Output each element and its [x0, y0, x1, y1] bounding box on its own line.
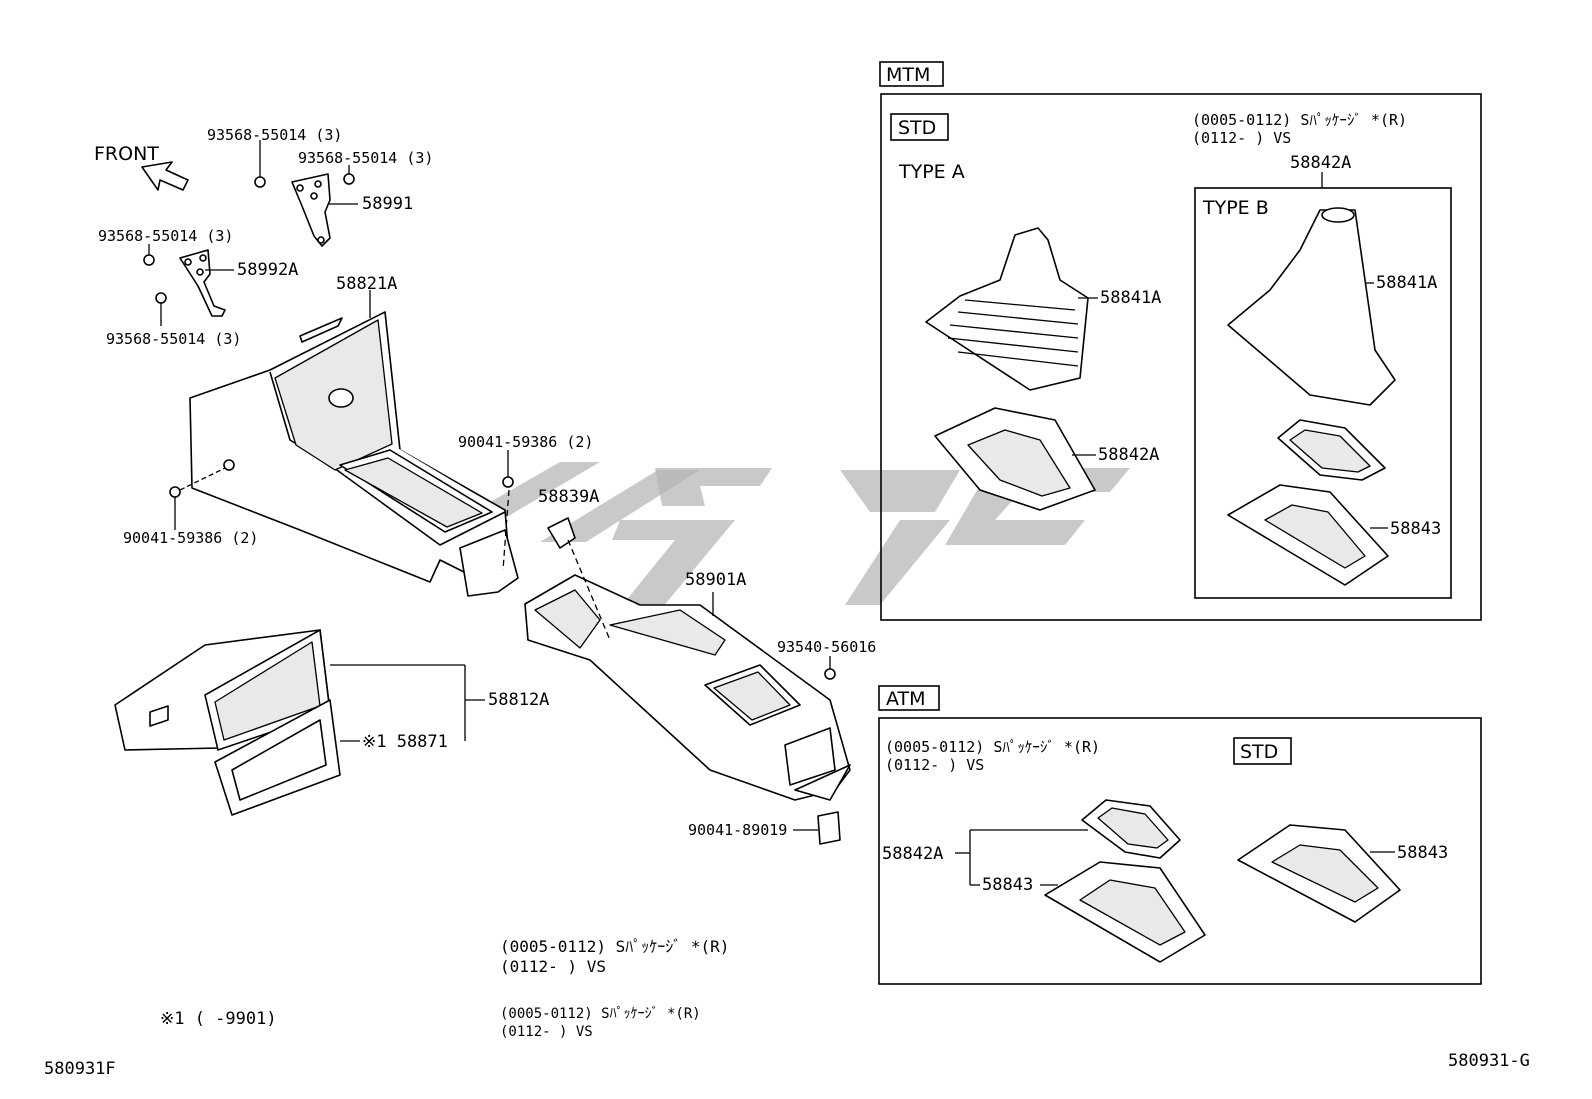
mtm-note-line2: (0112- ) VS — [1192, 129, 1291, 147]
bolt-icon — [254, 176, 266, 188]
atm-note-line2: (0112- ) VS — [885, 756, 984, 774]
mtm-tag: MTM — [886, 64, 930, 86]
note-block2-line1: (0005-0112) Sﾊﾟｯｹｰｼﾞ *(R) — [500, 1006, 701, 1022]
mtm-note-line1: (0005-0112) Sﾊﾟｯｹｰｼﾞ *(R) — [1192, 111, 1407, 129]
bolt-icon — [824, 668, 836, 680]
callout-93540: 93540-56016 — [777, 638, 876, 656]
mtm-type-a-plate: 58842A — [1098, 445, 1159, 465]
atm-assy: 58842A — [882, 844, 943, 864]
pocket-58812a — [114, 629, 485, 816]
callout-58871: ※1 58871 — [362, 732, 448, 752]
callout-58812a: 58812A — [488, 690, 549, 710]
shift-boot-type-a — [925, 227, 1089, 391]
callout-58901a: 58901A — [685, 570, 746, 590]
front-label: FRONT — [94, 143, 159, 165]
mtm-type-b: TYPE B — [1202, 197, 1269, 219]
mtm-panel: MTM STD TYPE A (0005-0112) Sﾊﾟｯｹｰｼﾞ *(R)… — [879, 61, 1482, 621]
bolt-icon — [143, 254, 155, 266]
screw-icon — [169, 486, 181, 498]
screws — [169, 450, 841, 845]
screw-icon — [502, 476, 514, 488]
mtm-type-b-plate: 58843 — [1390, 519, 1441, 539]
bolt-icon — [155, 292, 167, 304]
callout-58991: 58991 — [362, 194, 413, 214]
callout-90041-89019: 90041-89019 — [688, 821, 787, 839]
mtm-type-b-assy: 58842A — [1290, 153, 1351, 173]
note-block1-line1: (0005-0112) Sﾊﾟｯｹｰｼﾞ *(R) — [500, 937, 729, 956]
callout-screw-rear: 90041-59386 (2) — [458, 433, 593, 451]
front-arrow: FRONT — [94, 143, 189, 191]
atm-note-line1: (0005-0112) Sﾊﾟｯｹｰｼﾞ *(R) — [885, 738, 1100, 756]
callout-bolt-top: 93568-55014 (3) — [207, 126, 342, 144]
note-block2-line2: (0112- ) VS — [500, 1024, 593, 1040]
callout-bolt-left-upper: 93568-55014 (3) — [98, 227, 233, 245]
atm-std-plate: 58843 — [1397, 843, 1448, 863]
clip-58839a — [547, 517, 576, 549]
mtm-type-a: TYPE A — [898, 161, 965, 183]
atm-tag: ATM — [886, 688, 926, 710]
bolt-icon — [343, 173, 355, 185]
mtm-type-a-boot: 58841A — [1100, 288, 1161, 308]
footnote: ※1 ( -9901) — [160, 1009, 277, 1029]
mtm-std-tag: STD — [898, 117, 936, 139]
callout-bolt-left-lower: 93568-55014 (3) — [106, 330, 241, 348]
note-block1-line2: (0112- ) VS — [500, 957, 606, 976]
mtm-type-b-boot: 58841A — [1376, 273, 1437, 293]
clip-90041-89019 — [817, 811, 841, 845]
atm-std-tag: STD — [1240, 741, 1278, 763]
console-front-58821a — [189, 290, 519, 597]
callout-58821a: 58821A — [336, 274, 397, 294]
code-left: 580931F — [44, 1059, 116, 1079]
shift-boot-type-b — [1227, 209, 1396, 406]
callout-58839a: 58839A — [538, 487, 599, 507]
mtm-tag-box — [879, 61, 944, 87]
console-rear-58901a — [502, 489, 851, 801]
callout-screw-front: 90041-59386 (2) — [123, 529, 258, 547]
atm-panel: ATM (0005-0112) Sﾊﾟｯｹｰｼﾞ *(R) (0112- ) V… — [878, 685, 1482, 985]
callout-bolt-right: 93568-55014 (3) — [298, 149, 433, 167]
front-arrow-icon — [141, 161, 189, 191]
bracket-58991 — [254, 140, 358, 247]
atm-plate-sub: 58843 — [982, 875, 1033, 895]
callout-58992a: 58992A — [237, 260, 298, 280]
code-right: 580931-G — [1448, 1051, 1530, 1071]
bracket-58992a — [143, 244, 234, 326]
